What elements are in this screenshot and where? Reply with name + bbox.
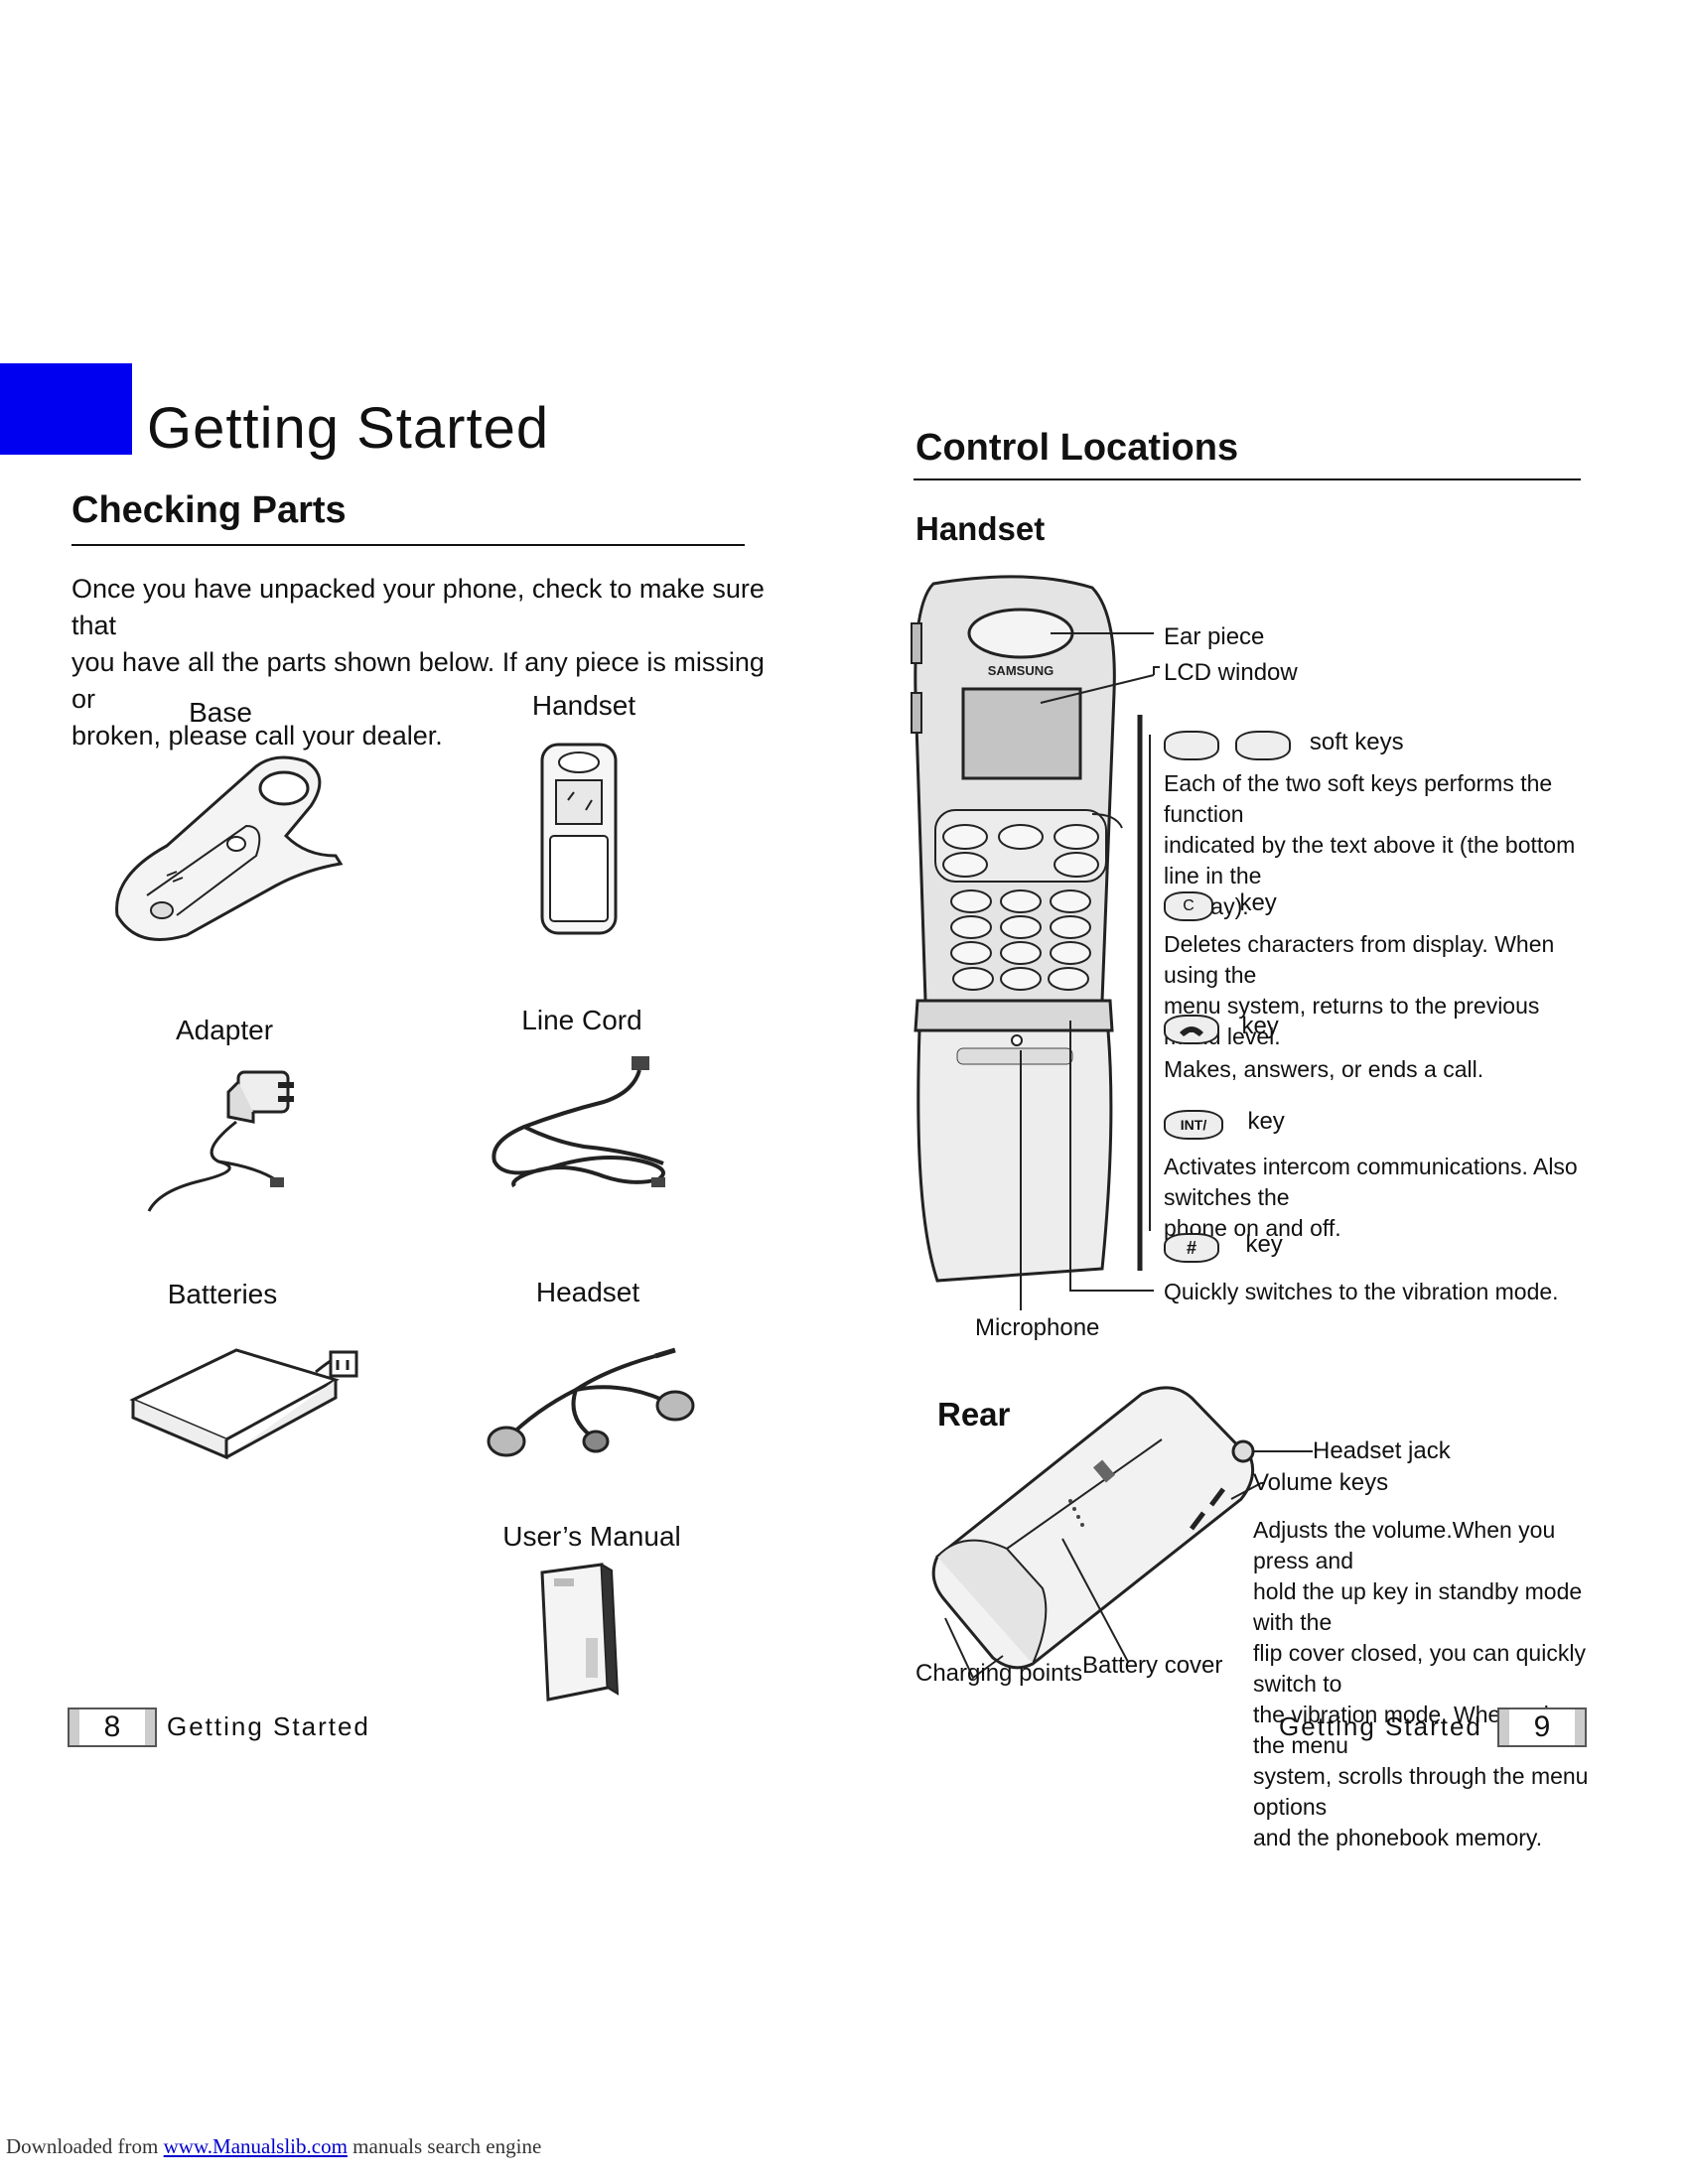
download-prefix: Downloaded from [6,2134,164,2158]
c-key-icon: C [1164,891,1213,921]
talk-key-row: key [1164,1013,1279,1044]
phone-handset-icon [1164,1015,1219,1044]
callout-volume-keys: Volume keys [1253,1469,1388,1497]
talk-key-label: key [1241,1013,1278,1039]
download-source-note: Downloaded from www.Manualslib.com manua… [6,2134,541,2159]
handset-illustration [536,741,622,939]
footer-running-title-right: Getting Started [1279,1711,1482,1742]
part-label-users-manual: User’s Manual [443,1521,741,1553]
intro-line: Once you have unpacked your phone, check… [71,571,767,644]
c-key-row: C key [1164,889,1277,921]
page-number: 9 [1534,1710,1551,1743]
page-number-box-right: 9 [1497,1707,1587,1747]
int-key-label: key [1247,1108,1284,1135]
description-line: flip cover closed, you can quickly switc… [1253,1638,1591,1700]
part-label-headset: Headset [439,1277,737,1308]
description-line: Activates intercom communications. Also … [1164,1152,1601,1213]
soft-keys-label: soft keys [1310,729,1404,755]
users-manual-illustration [536,1559,626,1707]
page-number: 8 [104,1710,121,1743]
soft-key-left-icon [1164,731,1219,760]
description-line: system, scrolls through the menu options [1253,1761,1591,1823]
hash-vibrate-key-icon: # [1164,1233,1219,1263]
callout-microphone: Microphone [975,1314,1099,1342]
talk-key-description: Makes, answers, or ends a call. [1164,1054,1601,1085]
hash-key-description: Quickly switches to the vibration mode. [1164,1277,1601,1307]
section-title-checking-parts: Checking Parts [71,489,347,532]
part-label-base: Base [71,697,369,729]
callout-lcd-window: LCD window [1164,659,1298,687]
callout-battery-cover: Battery cover [1082,1652,1222,1680]
intercom-power-key-icon: INT/ [1164,1110,1223,1140]
description-line: indicated by the text above it (the bott… [1164,830,1601,891]
footer-running-title-left: Getting Started [167,1711,370,1742]
part-label-adapter: Adapter [75,1015,373,1046]
description-line: Adjusts the volume.When you press and [1253,1515,1591,1576]
description-line: Quickly switches to the vibration mode. [1164,1277,1601,1307]
part-label-line-cord: Line Cord [433,1005,731,1036]
int-key-row: INT/ key [1164,1108,1285,1140]
description-line: Each of the two soft keys performs the f… [1164,768,1601,830]
callout-headset-jack: Headset jack [1313,1437,1451,1465]
headset-illustration [477,1310,705,1459]
adapter-illustration [139,1052,318,1221]
callout-ear-piece: Ear piece [1164,623,1264,651]
line-cord-illustration [485,1052,683,1191]
volume-keys-description: Adjusts the volume.When you press and ho… [1253,1515,1591,1853]
callout-charging-points: Charging points [915,1660,1082,1688]
chapter-title: Getting Started [147,395,549,462]
part-label-batteries: Batteries [73,1279,371,1310]
hash-key-label: key [1245,1231,1282,1258]
subheading-handset: Handset [915,510,1045,548]
part-label-handset: Handset [435,690,733,722]
c-key-label: key [1239,889,1276,916]
page-number-box-left: 8 [68,1707,157,1747]
hash-key-row: # key [1164,1231,1283,1263]
section-rule [914,478,1581,480]
base-illustration [107,747,346,945]
section-rule [71,544,745,546]
batteries-illustration [127,1330,365,1459]
manualslib-link[interactable]: www.Manualslib.com [164,2134,348,2158]
download-suffix: manuals search engine [348,2134,541,2158]
section-title-control-locations: Control Locations [915,427,1238,470]
description-line: and the phonebook memory. [1253,1823,1591,1853]
description-line: Makes, answers, or ends a call. [1164,1054,1601,1085]
soft-key-right-icon [1235,731,1291,760]
description-line: hold the up key in standby mode with the [1253,1576,1591,1638]
description-line: Deletes characters from display. When us… [1164,929,1601,991]
soft-keys-row: soft keys [1164,729,1404,760]
chapter-tab-marker [0,363,132,455]
